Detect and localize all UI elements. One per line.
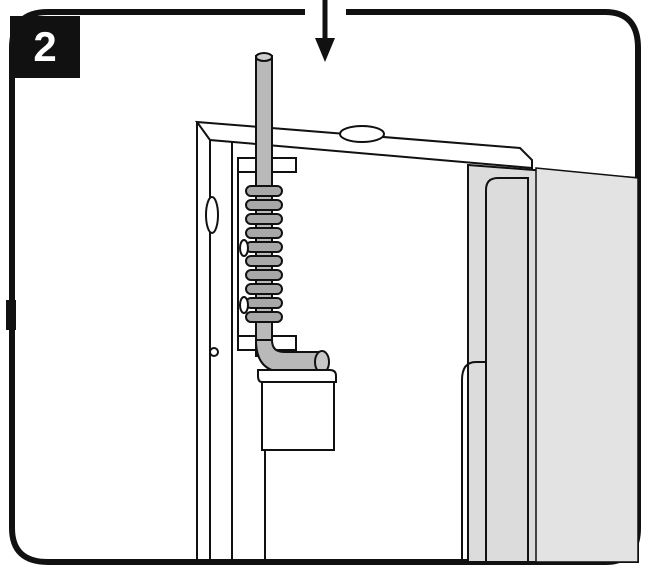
coil-spring (245, 185, 283, 323)
channel-bumps (239, 239, 249, 314)
small-hole (209, 347, 219, 357)
step-number-badge: 2 (10, 16, 80, 78)
right-panel (461, 163, 639, 563)
frame-side-tab (6, 300, 16, 330)
down-arrow-icon (315, 0, 335, 62)
top-plate-hole (339, 125, 385, 143)
slot-hole (205, 196, 219, 234)
latch-plate (257, 369, 337, 451)
bracket-frame (194, 120, 533, 562)
